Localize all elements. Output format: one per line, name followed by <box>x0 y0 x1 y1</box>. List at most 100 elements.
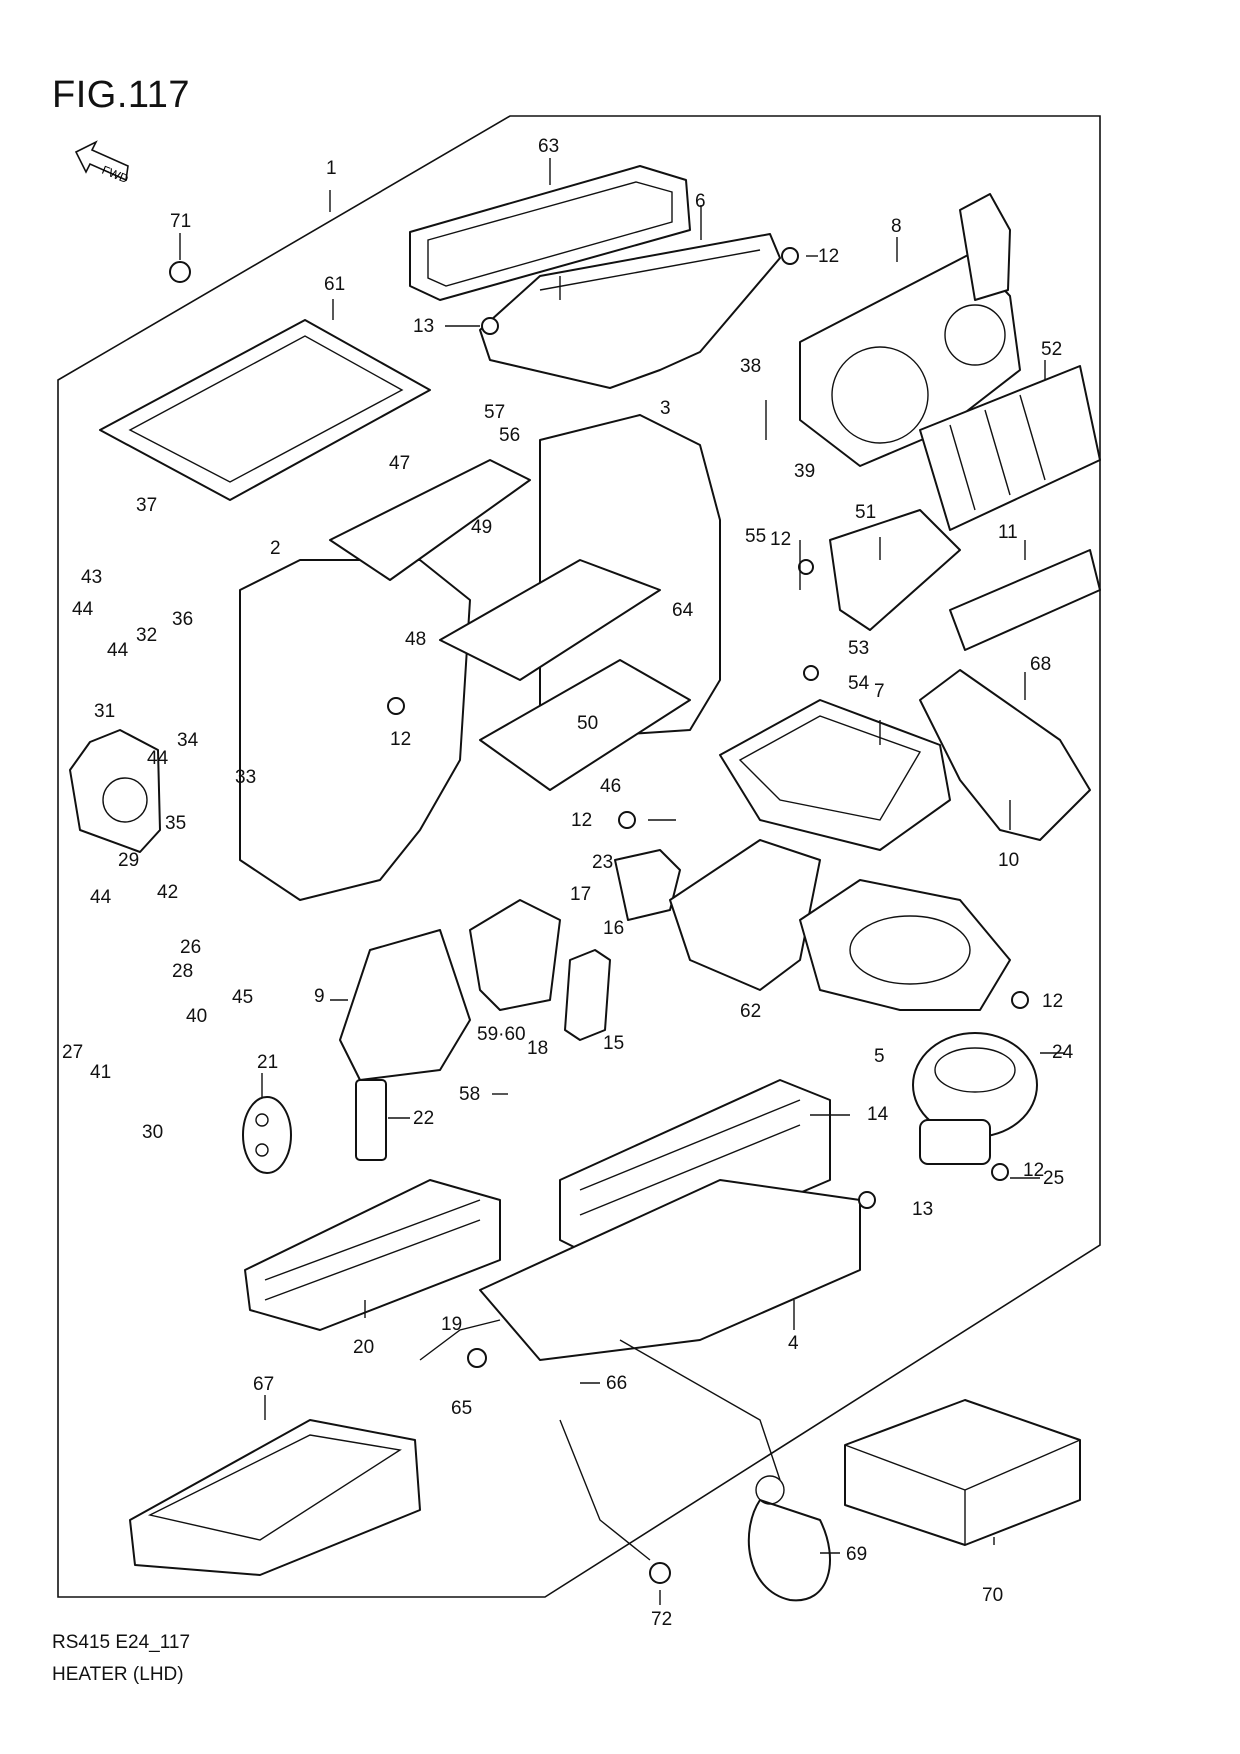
callout-61: 61 <box>324 274 345 295</box>
callout-4: 4 <box>788 1333 799 1354</box>
diagram-name: HEATER (LHD) <box>52 1664 184 1685</box>
callout-49: 49 <box>471 517 492 538</box>
part-22-clip <box>355 1079 387 1161</box>
callout-12d: 12 <box>571 810 592 831</box>
callout-30: 30 <box>142 1122 163 1143</box>
callout-5: 5 <box>874 1046 885 1067</box>
callout-44c: 44 <box>147 748 169 769</box>
callout-31: 31 <box>94 701 115 722</box>
callout-57: 57 <box>484 402 505 423</box>
callout-44a: 44 <box>72 599 94 620</box>
callout-38: 38 <box>740 356 761 377</box>
callout-42: 42 <box>157 882 178 903</box>
callout-68: 68 <box>1030 654 1051 675</box>
callout-67: 67 <box>253 1374 274 1395</box>
callout-39: 39 <box>794 461 815 482</box>
callout-19: 19 <box>441 1314 462 1335</box>
part-6-duct <box>479 233 781 389</box>
part-10-duct <box>919 669 1091 841</box>
callout-44b: 44 <box>107 640 129 661</box>
callout-12c: 12 <box>390 729 411 750</box>
part-8-case <box>799 193 1021 467</box>
callout-53: 53 <box>848 638 869 659</box>
callout-55: 55 <box>745 526 766 547</box>
callout-36: 36 <box>172 609 193 630</box>
callout-16: 16 <box>603 918 624 939</box>
part-24-blower-motor <box>912 1032 1038 1165</box>
callout-32: 32 <box>136 625 157 646</box>
callout-12f: 12 <box>1023 1160 1044 1181</box>
callout-29: 29 <box>118 850 139 871</box>
callout-65: 65 <box>451 1398 472 1419</box>
part-11-grille <box>949 549 1101 651</box>
callout-27: 27 <box>62 1042 83 1063</box>
figure-title: FIG.117 <box>52 74 190 116</box>
callout-44d: 44 <box>90 887 112 908</box>
callout-3: 3 <box>660 398 671 419</box>
diagram-code: RS415 E24_117 <box>52 1632 191 1653</box>
callout-58: 58 <box>459 1084 480 1105</box>
callout-45: 45 <box>232 987 253 1008</box>
callout-63: 63 <box>538 136 559 157</box>
callout-2: 2 <box>270 538 281 559</box>
callout-20: 20 <box>353 1337 374 1358</box>
callout-62: 62 <box>740 1001 761 1022</box>
callout-41: 41 <box>90 1062 111 1083</box>
part-67-filter <box>129 1419 421 1576</box>
callout-33: 33 <box>235 767 256 788</box>
callout-66: 66 <box>606 1373 627 1394</box>
callout-64: 64 <box>672 600 694 621</box>
callout-21: 21 <box>257 1052 278 1073</box>
small-fasteners <box>169 247 1029 1584</box>
callout-12a: 12 <box>818 246 839 267</box>
part-52-grille <box>919 365 1101 531</box>
callout-40: 40 <box>186 1006 207 1027</box>
part-70-filter <box>844 1399 1081 1546</box>
callout-37: 37 <box>136 495 157 516</box>
part-7-case <box>719 699 951 851</box>
central-case <box>239 414 721 901</box>
callout-71: 71 <box>170 211 191 232</box>
callout-69: 69 <box>846 1544 867 1565</box>
callout-34: 34 <box>177 730 199 751</box>
callout-28: 28 <box>172 961 193 982</box>
callout-56: 56 <box>499 425 520 446</box>
callout-13a: 13 <box>413 316 434 337</box>
callout-9: 9 <box>314 986 325 1007</box>
callout-12b: 12 <box>770 529 791 550</box>
callout-46: 46 <box>600 776 621 797</box>
part-51 <box>829 509 961 631</box>
callout-48: 48 <box>405 629 426 650</box>
part-20-heater-core <box>244 1179 501 1331</box>
part-9-cover <box>339 929 471 1081</box>
callout-14: 14 <box>867 1104 889 1125</box>
leader-lines <box>179 158 1065 1605</box>
callout-13b: 13 <box>912 1199 933 1220</box>
assembly-boundary <box>57 115 1101 1598</box>
callout-24: 24 <box>1052 1042 1074 1063</box>
callout-70: 70 <box>982 1585 1003 1606</box>
callout-72: 72 <box>651 1609 672 1630</box>
part-5-lower-case <box>669 839 1011 1011</box>
part-59-60 <box>469 899 561 1011</box>
callout-10: 10 <box>998 850 1019 871</box>
fwd-arrow-icon: FWD <box>74 140 131 186</box>
callout-59-60: 59·60 <box>477 1024 526 1045</box>
callout-26: 26 <box>180 937 201 958</box>
callout-6: 6 <box>695 191 706 212</box>
callout-47: 47 <box>389 453 410 474</box>
callout-17: 17 <box>570 884 591 905</box>
callout-23: 23 <box>592 852 613 873</box>
callout-35: 35 <box>165 813 186 834</box>
part-17-valve <box>564 949 611 1041</box>
callout-11: 11 <box>998 522 1018 543</box>
part-4-lower-case <box>479 1179 861 1361</box>
part-63-seal <box>409 165 691 301</box>
callout-15: 15 <box>603 1033 624 1054</box>
callout-52: 52 <box>1041 339 1062 360</box>
callout-8: 8 <box>891 216 902 237</box>
callout-22: 22 <box>413 1108 434 1129</box>
callout-25: 25 <box>1043 1168 1064 1189</box>
callout-43: 43 <box>81 567 102 588</box>
